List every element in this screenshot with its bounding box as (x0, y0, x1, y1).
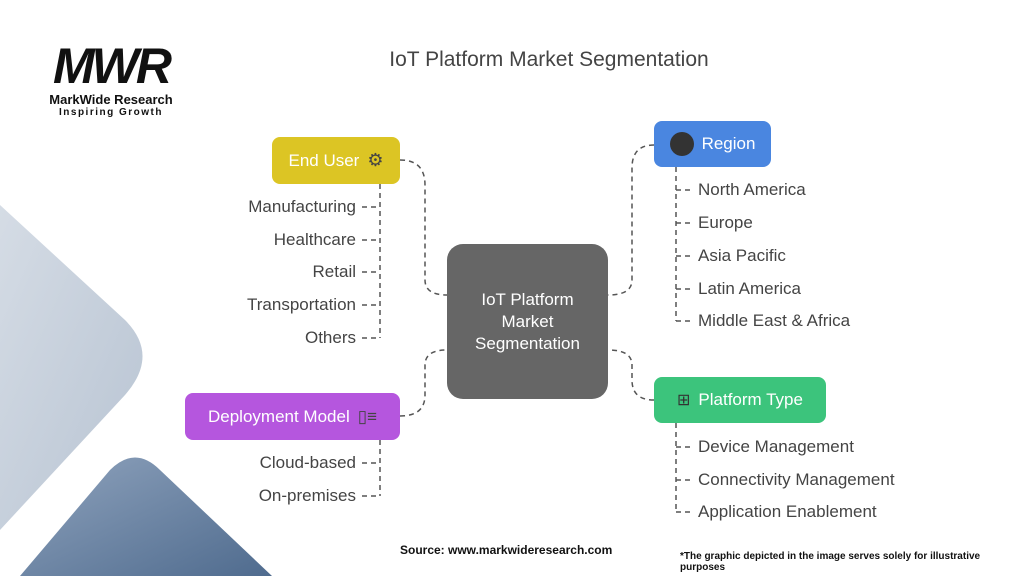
deployment-model-node: Deployment Model ▯≡ (185, 393, 400, 440)
list-item: Others (304, 328, 356, 347)
logo-name: MarkWide Research (49, 92, 173, 107)
robot-arm-icon: ⚙ (367, 150, 384, 170)
network-icon: ⊞ (677, 392, 691, 409)
list-item: Device Management (698, 437, 854, 456)
connectors (362, 144, 692, 513)
list-item: North America (698, 180, 806, 199)
globe-share-icon (669, 132, 694, 156)
device-server-icon: ▯≡ (357, 406, 378, 426)
logo-mark: MWR (53, 38, 172, 94)
region-node: Region (654, 121, 771, 167)
end-user-node: End User ⚙ (272, 137, 400, 184)
logo-tagline: Inspiring Growth (59, 107, 163, 118)
list-item: Application Enablement (698, 502, 877, 521)
center-node: IoT Platform Market Segmentation (447, 244, 608, 399)
deployment-model-label: Deployment Model (207, 406, 350, 426)
list-item: Retail (312, 262, 356, 281)
platform-type-label: Platform Type (698, 390, 803, 409)
logo: MWR MarkWide Research Inspiring Growth (36, 40, 186, 118)
list-item: Latin America (698, 279, 801, 298)
list-item: Middle East & Africa (698, 311, 851, 330)
platform-type-node: ⊞ Platform Type (654, 377, 826, 423)
page-title: IoT Platform Market Segmentation (389, 48, 709, 71)
list-item: Connectivity Management (698, 470, 895, 489)
list-item: On-premises (258, 486, 356, 505)
region-label: Region (701, 134, 756, 153)
background-shape-dark (20, 457, 272, 576)
disclaimer-text: *The graphic depicted in the image serve… (680, 551, 981, 573)
background-shape-light (0, 205, 143, 530)
list-item: Transportation (247, 295, 356, 314)
end-user-label: End User (288, 150, 360, 170)
list-item: Asia Pacific (698, 246, 786, 265)
list-item: Healthcare (273, 230, 356, 249)
list-item: Manufacturing (248, 197, 356, 216)
list-item: Cloud-based (259, 453, 356, 472)
list-item: Europe (698, 213, 753, 232)
source-text: Source: www.markwideresearch.com (400, 543, 613, 557)
